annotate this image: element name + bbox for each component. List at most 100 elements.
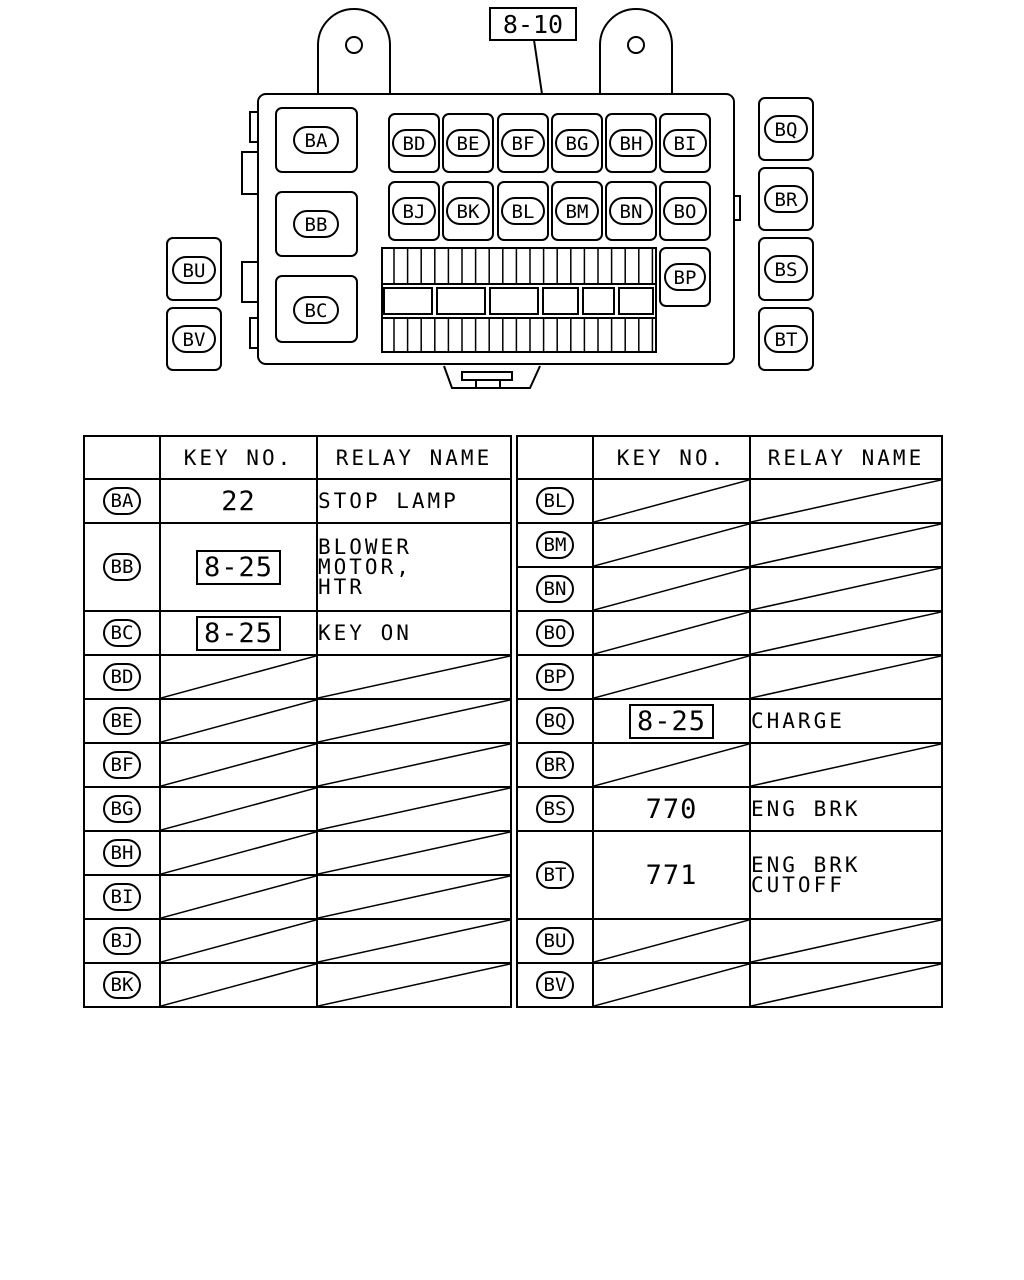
key-no-cell [592,742,751,788]
relay-name-cell [316,918,512,964]
svg-text:BU: BU [183,260,206,282]
table-row: BA 22 STOP LAMP [83,478,512,524]
relay-socket-bi: BI [663,129,707,157]
blank-cell-slash [161,920,316,962]
relay-socket-bm: BM [555,197,599,225]
svg-text:BT: BT [775,329,798,351]
relay-id: BU [535,927,575,955]
key-no-cell: 8-25 [592,698,751,744]
key-no-cell: 8-25 [159,522,318,612]
blank-cell-slash [751,656,941,698]
relay-name-cell: ENG BRK [749,786,943,832]
blank-cell-slash [751,964,941,1006]
table-row: BN [516,566,943,612]
key-no: 22 [221,485,256,517]
svg-text:BI: BI [674,133,697,155]
blank-cell-slash [161,964,316,1006]
key-no-cell: 8-25 [159,610,318,656]
svg-text:BN: BN [620,201,643,223]
relay-socket-ba: BA [293,126,339,154]
svg-text:BM: BM [566,201,589,223]
blank-cell-slash [594,524,749,566]
blank-cell-slash [318,832,510,874]
key-no: 771 [645,859,698,891]
relay-name: ENG BRK [751,797,861,821]
svg-text:BD: BD [403,133,426,155]
key-no-cell [592,522,751,568]
blank-cell-slash [594,656,749,698]
relay-name: BLOWER MOTOR, [318,535,412,579]
table-row: BV [516,962,943,1008]
relay-id: BE [102,707,142,735]
relay-id-cell: BK [83,962,161,1008]
relay-id-cell: BE [83,698,161,744]
blank-cell-slash [318,744,510,786]
table-row: BJ [83,918,512,964]
relay-id: BK [102,971,142,999]
relay-name-cell [316,786,512,832]
relay-name: STOP LAMP [318,489,459,513]
relay-id: BV [535,971,575,999]
relay-name: KEY ON [318,621,412,645]
blank-cell-slash [161,876,316,918]
relay-socket-bq: BQ [764,115,808,143]
relay-name-cell [749,566,943,612]
relay-name-cell [749,522,943,568]
svg-text:BC: BC [305,300,328,322]
relay-id-cell: BN [516,566,594,612]
key-no-cell: 22 [159,478,318,524]
blank-cell-slash [751,568,941,610]
svg-text:BL: BL [512,201,535,223]
relay-id-cell: BQ [516,698,594,744]
relay-id: BD [102,663,142,691]
key-no-cell [592,918,751,964]
blank-cell-slash [751,524,941,566]
key-no-cell [159,654,318,700]
key-no: 8-25 [195,549,282,585]
key-no-cell [159,786,318,832]
relay-id-cell: BO [516,610,594,656]
relay-id: BJ [102,927,142,955]
relay-id: BS [535,795,575,823]
relay-name-cell: STOP LAMP [316,478,512,524]
svg-text:BH: BH [620,133,643,155]
blank-cell-slash [751,612,941,654]
relay-name-cell [316,962,512,1008]
relay-socket-bn: BN [609,197,653,225]
svg-text:BE: BE [457,133,480,155]
blank-cell-slash [751,744,941,786]
blank-cell-slash [751,480,941,522]
relay-id-cell: BA [83,478,161,524]
key-no-cell [159,874,318,920]
table-row: BH [83,830,512,876]
blank-cell-slash [161,700,316,742]
svg-text:BA: BA [305,130,328,152]
svg-text:BB: BB [305,214,328,236]
relay-id: BF [102,751,142,779]
relay-id: BH [102,839,142,867]
svg-text:BS: BS [775,259,798,281]
key-no-cell: 770 [592,786,751,832]
table-row: BG [83,786,512,832]
relay-id-cell: BF [83,742,161,788]
table-row: BR [516,742,943,788]
blank-cell-slash [594,568,749,610]
relay-socket-bo: BO [663,197,707,225]
blank-cell-slash [161,832,316,874]
relay-id-cell: BT [516,830,594,920]
relay-id: BM [535,531,575,559]
table-row: BM [516,522,943,568]
svg-text:BR: BR [775,189,798,211]
blank-cell-slash [318,964,510,1006]
blank-cell-slash [318,656,510,698]
svg-text:BJ: BJ [403,201,426,223]
header-relay-name: RELAY NAME [316,435,512,480]
relay-id-cell: BS [516,786,594,832]
key-no-cell [159,962,318,1008]
